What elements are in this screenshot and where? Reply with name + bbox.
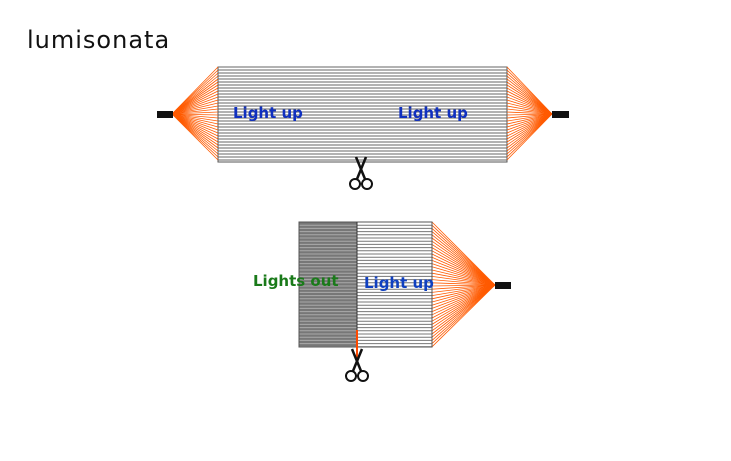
optical-fiber — [171, 113, 219, 140]
optical-fiber — [171, 113, 219, 122]
optical-fiber — [431, 284, 496, 322]
optical-fiber — [171, 113, 219, 125]
optical-fiber — [506, 113, 553, 125]
optical-fiber — [431, 244, 496, 286]
optical-fiber — [506, 102, 553, 115]
optical-fiber — [506, 113, 553, 143]
optical-fiber — [506, 87, 553, 115]
optical-fiber — [431, 284, 496, 296]
optical-fiber — [171, 90, 219, 115]
optical-fiber — [431, 284, 496, 287]
optical-fiber — [506, 113, 553, 128]
optical-fiber — [431, 272, 496, 286]
optical-fiber — [171, 113, 219, 119]
light-source-right — [552, 111, 569, 118]
optical-fiber — [431, 282, 496, 286]
bottom-panel — [298, 221, 511, 348]
optical-fiber — [171, 113, 219, 161]
optical-fiber — [506, 105, 553, 115]
optical-fiber — [431, 284, 496, 328]
optical-fiber — [506, 113, 553, 119]
optical-fiber — [171, 105, 219, 115]
optical-fiber — [506, 113, 553, 131]
optical-fiber — [506, 93, 553, 115]
optical-fiber — [171, 113, 219, 143]
brand-logo: lumisonata — [27, 26, 171, 54]
light-up-label: Light up — [364, 274, 434, 292]
optical-fiber — [431, 284, 496, 312]
optical-fiber — [171, 84, 219, 115]
optical-fiber — [506, 81, 553, 115]
optical-fiber — [506, 113, 553, 140]
optical-fiber — [171, 99, 219, 115]
light-source-left — [157, 111, 173, 118]
optical-fiber — [431, 253, 496, 286]
top-label-left: Light up — [233, 104, 303, 122]
optical-fiber — [171, 113, 219, 128]
optical-fiber — [506, 113, 553, 122]
optical-fiber — [506, 90, 553, 115]
optical-fiber — [431, 284, 496, 290]
optical-fiber — [171, 113, 219, 137]
optical-fiber — [431, 263, 496, 286]
optical-fiber — [431, 284, 496, 348]
optical-fiber — [171, 78, 219, 115]
optical-fiber — [506, 113, 553, 116]
optical-fiber — [506, 113, 553, 161]
optical-fiber — [431, 279, 496, 286]
optical-fiber — [431, 247, 496, 286]
optical-fiber — [506, 84, 553, 115]
optical-fiber — [431, 276, 496, 286]
optical-fiber — [431, 284, 496, 332]
lit-fabric — [357, 222, 432, 347]
optical-fiber — [431, 284, 496, 300]
optical-fiber — [506, 111, 553, 115]
optical-fiber — [431, 256, 496, 286]
light-source — [495, 282, 511, 289]
optical-fiber — [431, 284, 496, 316]
optical-fiber — [171, 87, 219, 115]
optical-fiber — [431, 284, 496, 293]
optical-fiber — [171, 108, 219, 115]
optical-fiber — [431, 237, 496, 286]
optical-fiber — [431, 284, 496, 338]
optical-fiber — [431, 234, 496, 286]
optical-fiber — [431, 284, 496, 325]
lights-out-label: Lights out — [253, 272, 339, 290]
optical-fiber — [431, 228, 496, 286]
top-label-right: Light up — [398, 104, 468, 122]
optical-fiber — [171, 113, 219, 116]
top-panel — [157, 66, 569, 163]
scissors-icon — [349, 156, 373, 190]
optical-fiber — [171, 113, 219, 134]
scissors-icon — [345, 348, 369, 382]
optical-fiber — [431, 269, 496, 286]
optical-fiber — [171, 93, 219, 115]
optical-fiber — [431, 284, 496, 319]
optical-fiber — [431, 240, 496, 286]
optical-fiber — [431, 266, 496, 286]
optical-fiber — [171, 113, 219, 131]
optical-fiber — [171, 96, 219, 115]
dark-fabric — [299, 222, 357, 347]
optical-fiber — [431, 284, 496, 335]
optical-fiber — [431, 284, 496, 303]
optical-fiber — [506, 113, 553, 134]
optical-fiber — [171, 111, 219, 115]
optical-fiber — [506, 99, 553, 115]
optical-fiber — [431, 250, 496, 286]
optical-fiber — [506, 113, 553, 137]
optical-fiber — [171, 113, 219, 146]
optical-fiber — [506, 96, 553, 115]
optical-fiber — [171, 81, 219, 115]
optical-fiber — [506, 108, 553, 115]
optical-fiber — [171, 102, 219, 115]
optical-fiber — [431, 284, 496, 309]
fabric-border — [298, 221, 433, 348]
optical-fiber — [431, 284, 496, 306]
optical-fiber — [431, 231, 496, 286]
optical-fiber — [506, 78, 553, 115]
optical-fiber — [431, 260, 496, 286]
